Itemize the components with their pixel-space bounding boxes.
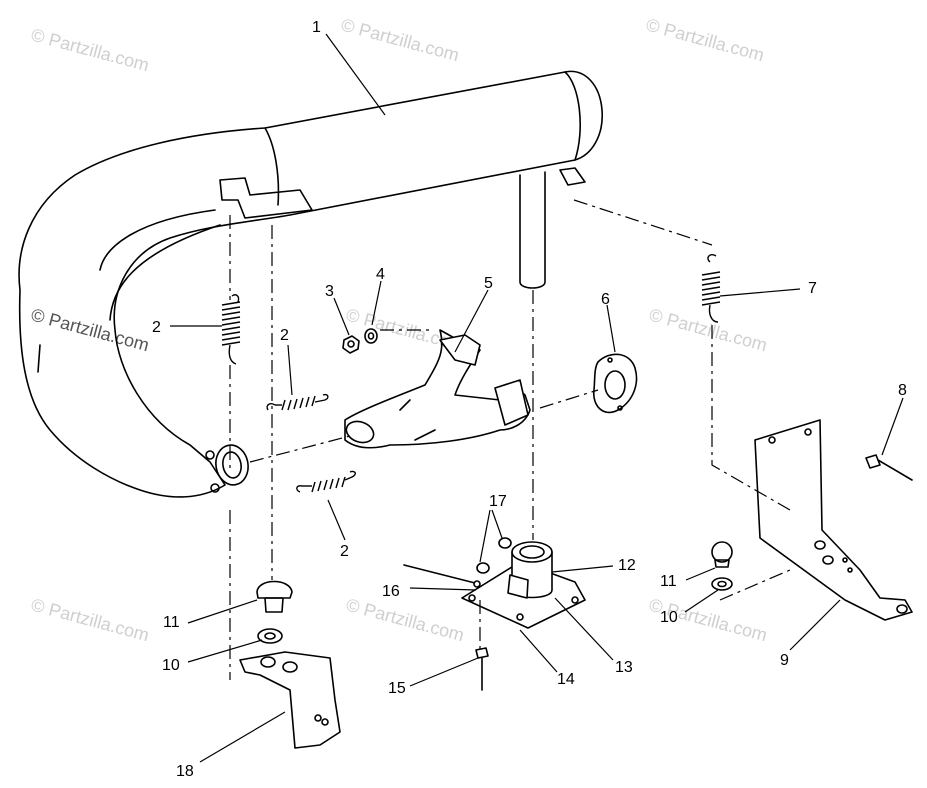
watermark-top-right: © Partzilla.com	[644, 15, 766, 66]
y-pipe-manifold	[344, 329, 531, 449]
rivet-bolt	[475, 647, 489, 691]
gasket	[593, 353, 638, 414]
washer-small	[364, 328, 378, 344]
watermark-mid-right: © Partzilla.com	[647, 305, 769, 356]
washer-right	[711, 577, 733, 591]
callout-17: 17	[489, 493, 507, 510]
callout-2-center: 2	[280, 327, 289, 344]
callout-11-left: 11	[163, 614, 180, 631]
callout-2-lower: 2	[340, 543, 349, 560]
washer-left	[257, 628, 283, 644]
watermark-mid-left: © Partzilla.com	[29, 305, 151, 356]
watermark-low-left: © Partzilla.com	[29, 595, 151, 646]
screw	[865, 454, 913, 481]
clamp	[507, 574, 529, 599]
callout-16: 16	[382, 583, 400, 600]
watermark-low-center: © Partzilla.com	[344, 595, 466, 646]
spring-center-lower	[296, 470, 357, 493]
callout-labels: 1 2 2 2 3 4 5 6 7 8 9 10 10 11 11 12 13 …	[152, 19, 907, 780]
leader-lines	[170, 33, 904, 763]
callout-5: 5	[484, 275, 493, 292]
callout-2-left: 2	[152, 319, 161, 336]
callout-9: 9	[780, 652, 789, 669]
grommet-left	[256, 580, 293, 613]
wire-rod	[403, 564, 481, 588]
nut	[342, 335, 360, 354]
callout-6: 6	[601, 291, 610, 308]
callout-13: 13	[615, 659, 633, 676]
alignment-lines	[229, 199, 791, 680]
muffler-assembly	[18, 70, 603, 498]
callout-18: 18	[176, 763, 194, 780]
grommet-right	[711, 541, 733, 568]
spring-center-upper	[266, 393, 329, 411]
callout-3: 3	[325, 283, 334, 300]
right-bracket	[754, 419, 913, 621]
callout-4: 4	[376, 266, 385, 283]
callout-8: 8	[898, 382, 907, 399]
spring-left-vertical	[221, 294, 241, 365]
callout-10-right: 10	[660, 609, 678, 626]
callout-14: 14	[557, 671, 575, 688]
callout-11-right: 11	[660, 573, 677, 590]
callout-7: 7	[808, 280, 817, 297]
left-bracket	[239, 651, 341, 749]
spring-right	[701, 253, 721, 323]
callout-15: 15	[388, 680, 406, 697]
callout-12: 12	[618, 557, 636, 574]
callout-10-left: 10	[162, 657, 180, 674]
watermark-top-left: © Partzilla.com	[29, 25, 151, 76]
watermark-top-center: © Partzilla.com	[339, 15, 461, 66]
nut-pair	[476, 537, 512, 574]
callout-1: 1	[312, 19, 321, 36]
